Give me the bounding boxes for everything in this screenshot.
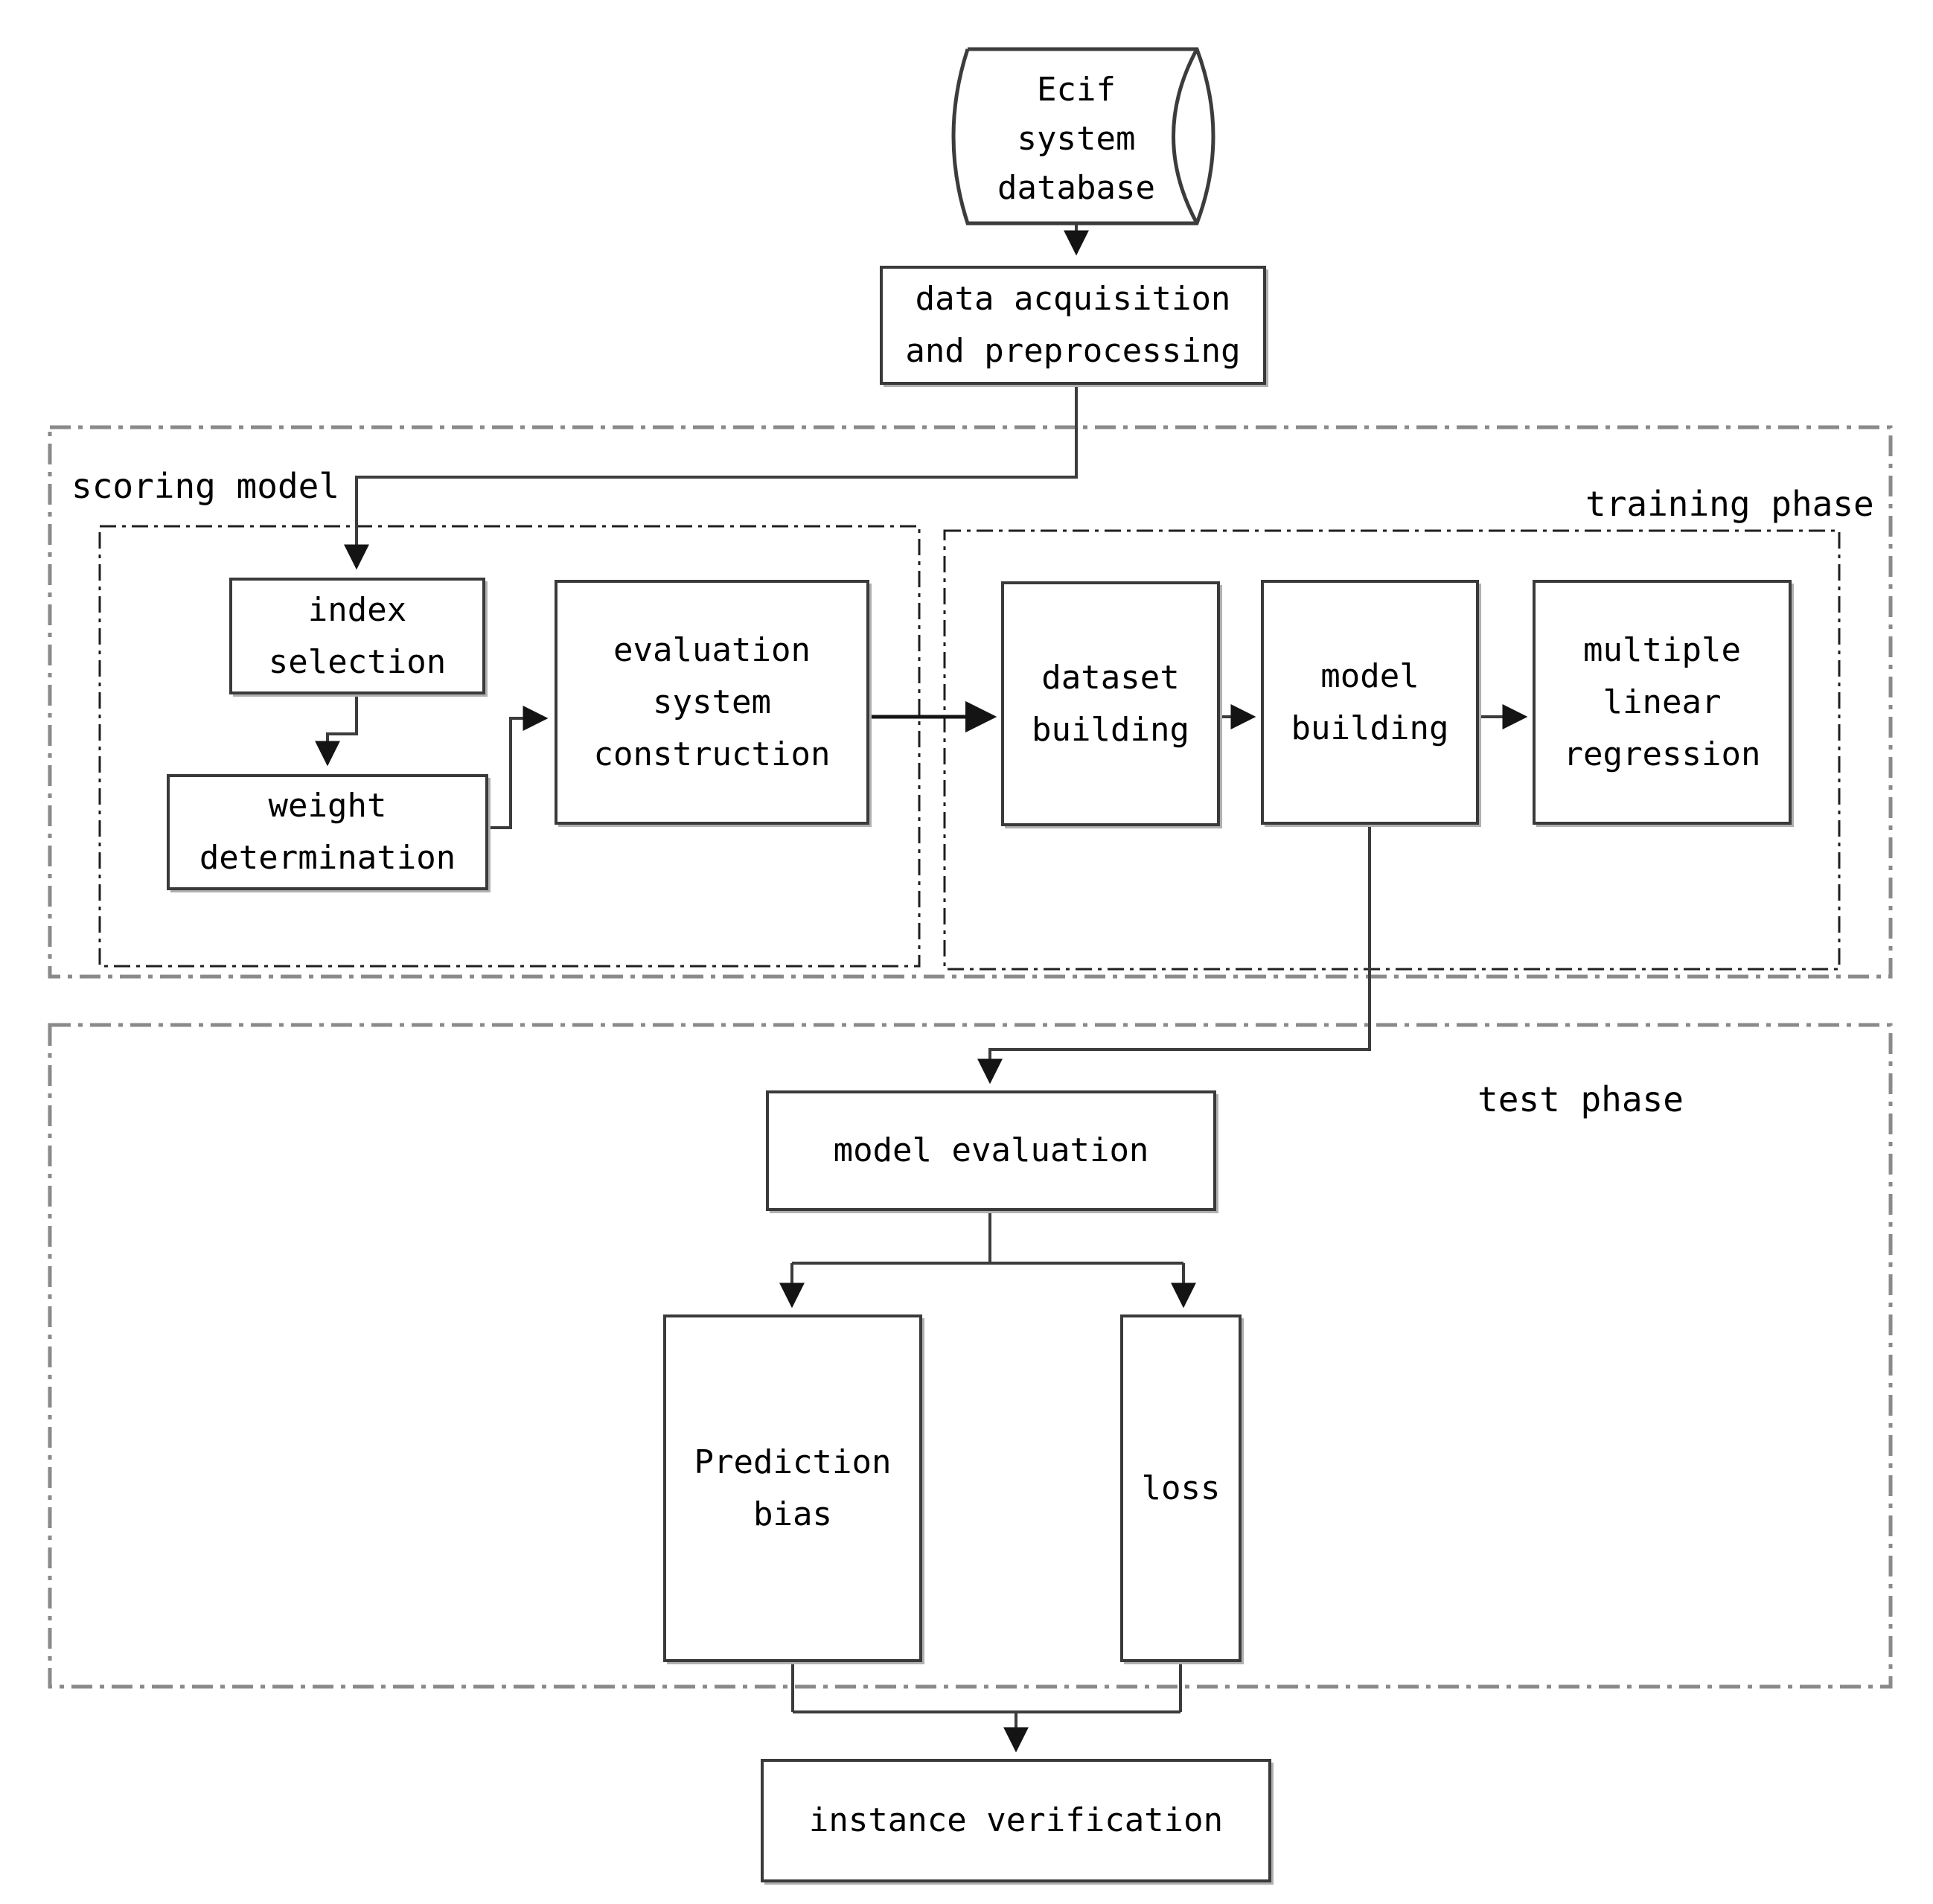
node-prediction-bias: Prediction bias xyxy=(663,1314,922,1662)
node-evaluation-system-construction: evaluation system construction xyxy=(555,580,869,825)
training-inner-border xyxy=(943,529,1841,971)
training-region-border xyxy=(48,425,1893,979)
connectors xyxy=(315,225,1528,1753)
database-cylinder-icon xyxy=(951,47,1215,226)
node-weight-determination: weight determination xyxy=(167,774,488,890)
test-region-border xyxy=(48,1023,1893,1689)
training-phase-region-label: training phase xyxy=(1585,484,1874,524)
database-node-label: Ecif system database xyxy=(997,71,1155,207)
node-model-evaluation: model evaluation xyxy=(766,1090,1216,1211)
node-index-selection: index selection xyxy=(229,578,485,694)
scoring-inner-border xyxy=(98,525,921,968)
scoring-model-region-label: scoring model xyxy=(71,466,340,506)
node-loss: loss xyxy=(1120,1314,1242,1662)
node-multiple-linear-regression: multiple linear regression xyxy=(1533,580,1792,825)
node-data-acquisition: data acquisition and preprocessing xyxy=(880,266,1266,385)
node-instance-verification: instance verification xyxy=(761,1759,1271,1882)
node-dataset-building: dataset building xyxy=(1001,581,1220,826)
test-phase-region-label: test phase xyxy=(1477,1079,1684,1119)
node-model-building: model building xyxy=(1261,580,1479,825)
